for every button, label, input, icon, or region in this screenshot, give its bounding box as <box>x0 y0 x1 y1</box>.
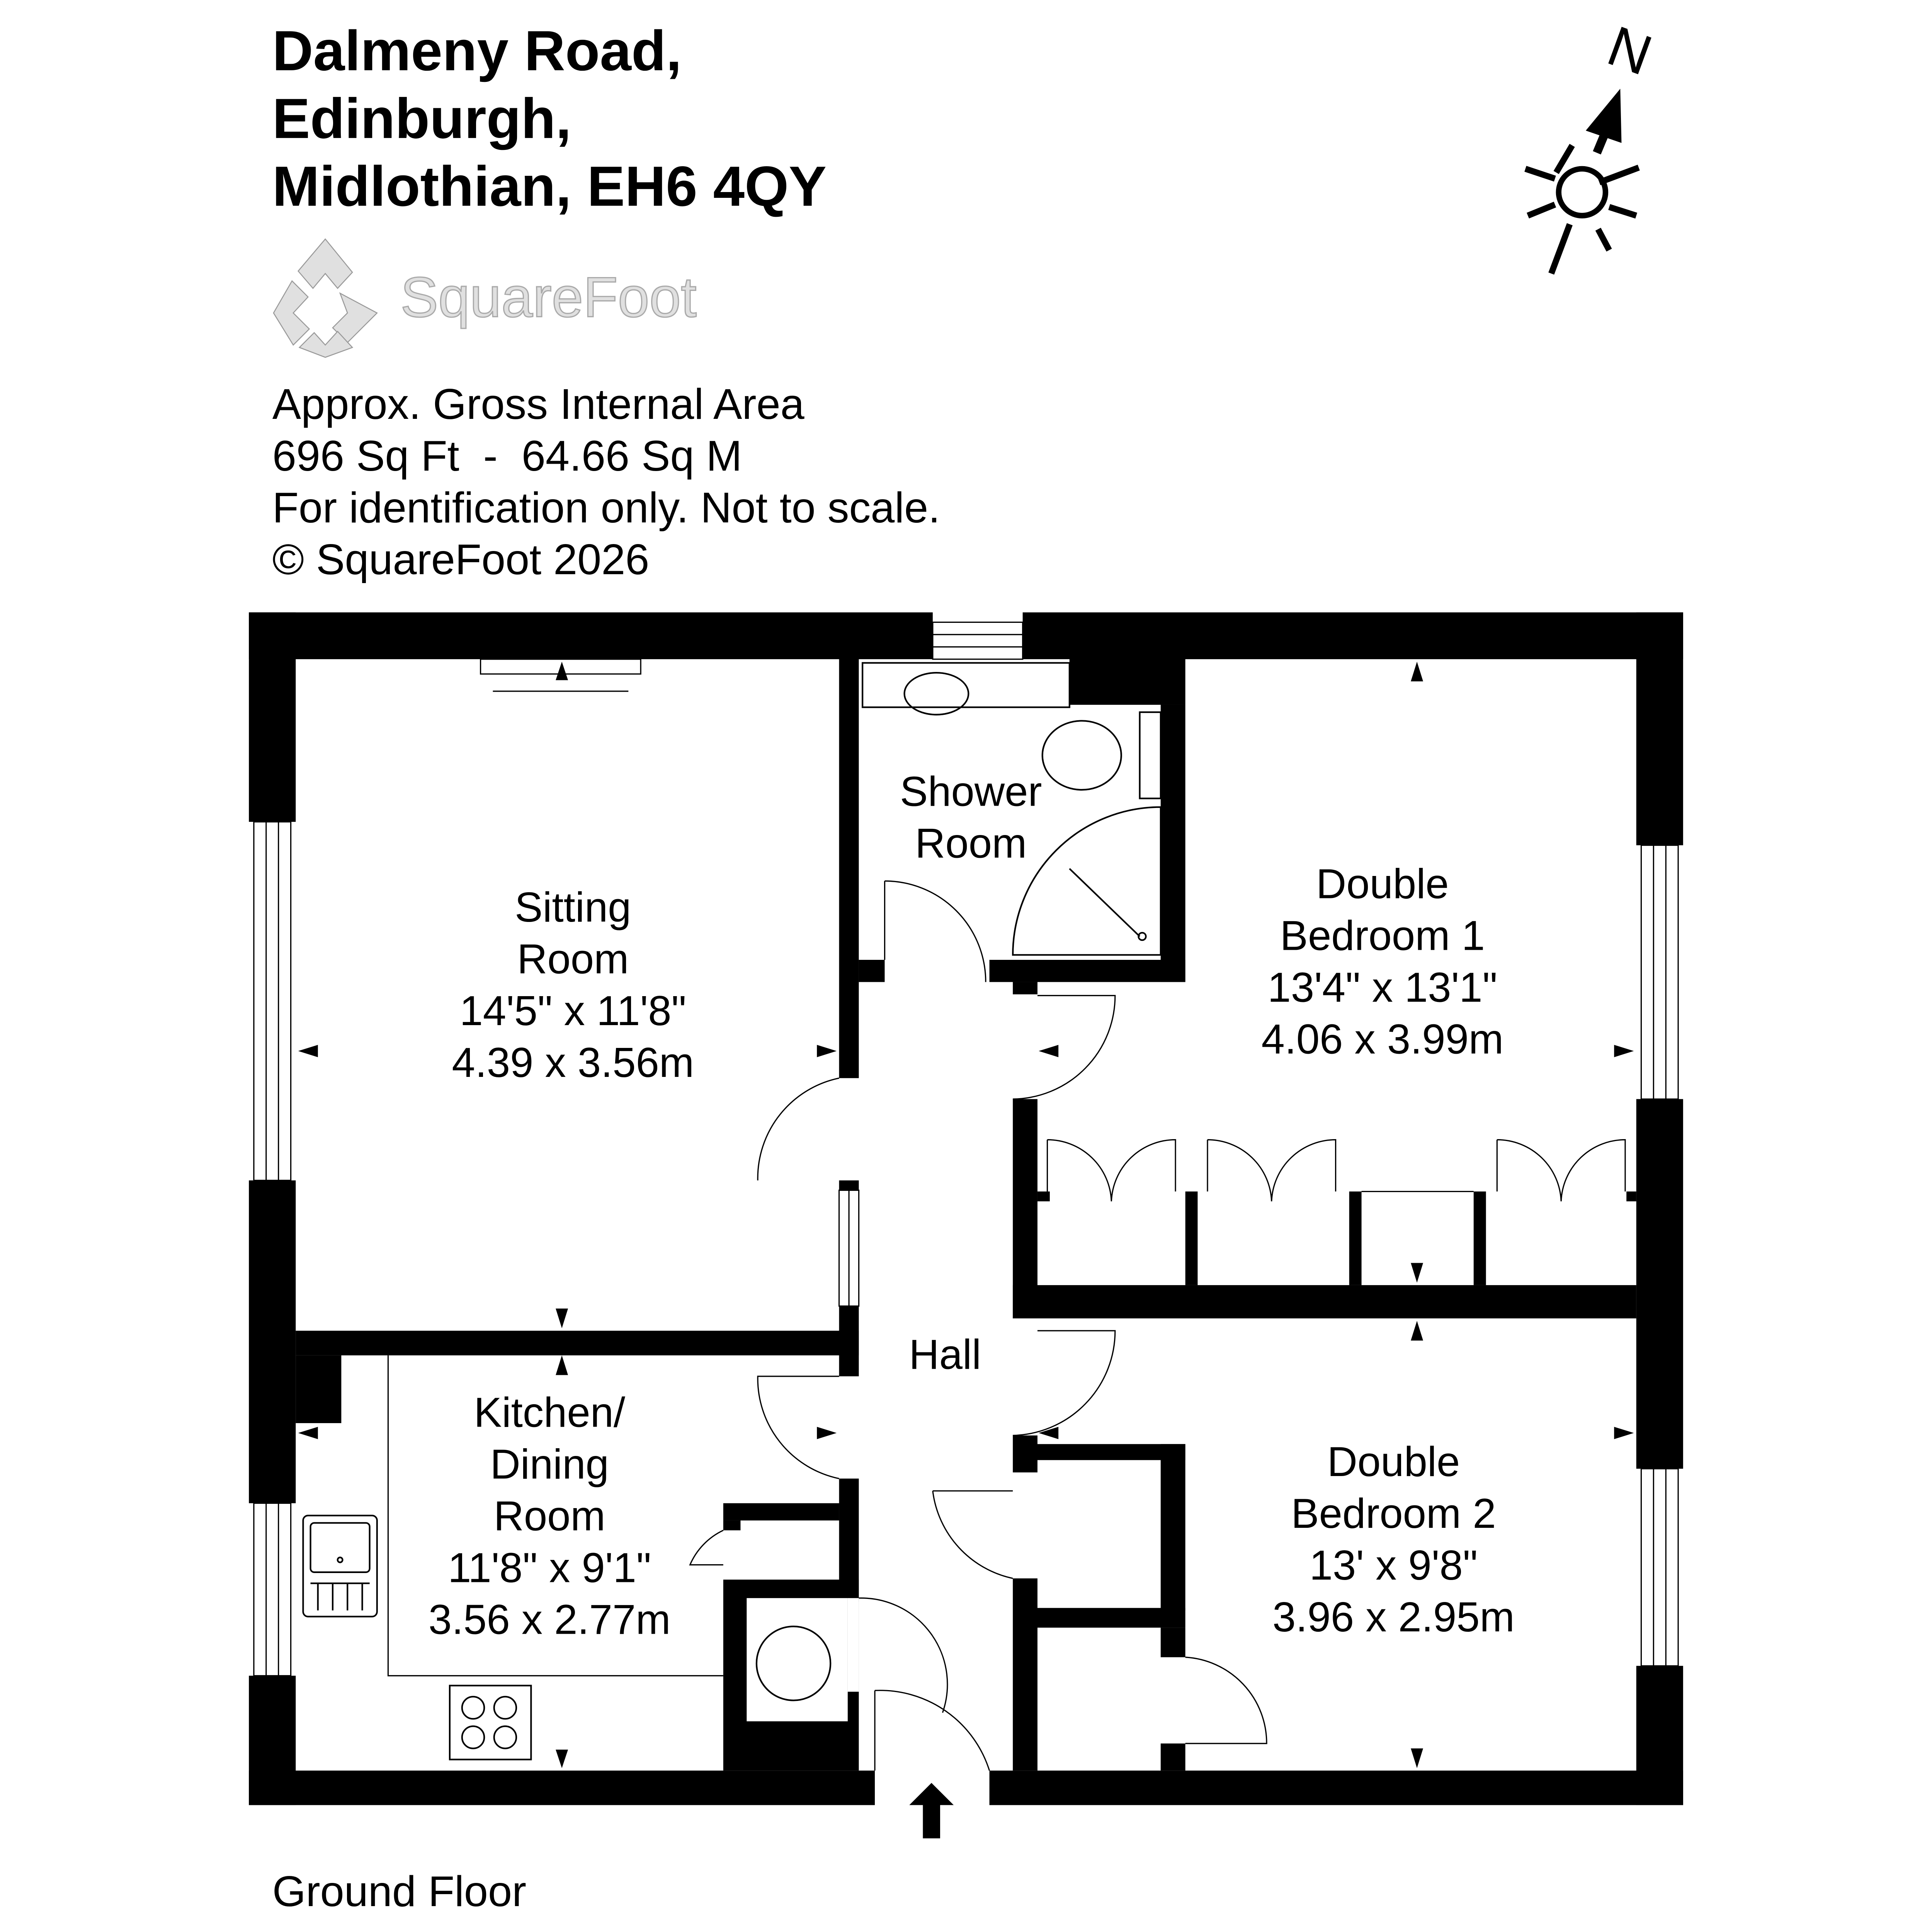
room-name: Shower <box>900 768 1042 815</box>
copyright: © SquareFoot 2026 <box>272 535 650 583</box>
room-name: Dining <box>490 1441 609 1488</box>
room-name: Kitchen/ <box>474 1389 626 1436</box>
room-name: Room <box>494 1492 605 1539</box>
room-dim-metric: 3.96 x 2.95m <box>1272 1594 1515 1640</box>
area-heading: Approx. Gross Internal Area <box>272 380 805 428</box>
kitchen-worktop <box>387 1355 723 1677</box>
north-label: N <box>1600 14 1660 87</box>
wash-basin-icon <box>862 662 1070 716</box>
room-double-bedroom-2: Double Bedroom 2 13' x 9'8" 3.96 x 2.95m <box>1272 1438 1515 1640</box>
room-name: Room <box>517 935 629 982</box>
logo-text: SquareFoot <box>400 266 696 329</box>
entrance-arrow-icon <box>909 1783 954 1838</box>
room-name: Bedroom 1 <box>1280 912 1485 959</box>
room-kitchen-dining: Kitchen/ Dining Room 11'8" x 9'1" 3.56 x… <box>429 1389 671 1643</box>
area-value: 696 Sq Ft - 64.66 Sq M <box>272 432 742 480</box>
room-name: Double <box>1316 861 1449 907</box>
floor-label: Ground Floor <box>272 1867 526 1915</box>
room-dim-imperial: 13'4" x 13'1" <box>1268 964 1498 1010</box>
hob-icon <box>449 1685 532 1760</box>
shower-tray-icon <box>1012 806 1162 956</box>
room-name: Sitting <box>515 884 631 930</box>
door-swings <box>689 880 1626 1771</box>
sink-icon <box>302 1515 378 1617</box>
address-line-3: Midlothian, EH6 4QY <box>272 155 827 218</box>
room-shower-room: Shower Room <box>900 768 1042 866</box>
room-dim-imperial: 13' x 9'8" <box>1310 1542 1478 1588</box>
room-hall: Hall <box>909 1331 981 1378</box>
room-name: Bedroom 2 <box>1291 1490 1496 1537</box>
walls <box>249 612 1683 1805</box>
squarefoot-logo: SquareFoot <box>273 238 697 358</box>
room-dim-metric: 4.06 x 3.99m <box>1261 1015 1503 1062</box>
room-dim-metric: 3.56 x 2.77m <box>429 1596 671 1643</box>
address-line-1: Dalmeny Road, <box>272 19 682 83</box>
address-line-2: Edinburgh, <box>272 87 571 150</box>
boiler-icon <box>755 1626 832 1701</box>
fixtures <box>302 662 1162 1760</box>
room-dim-imperial: 11'8" x 9'1" <box>448 1544 651 1591</box>
room-sitting-room: Sitting Room 14'5" x 11'8" 4.39 x 3.56m <box>452 884 694 1086</box>
room-name: Double <box>1327 1438 1460 1485</box>
north-arrow-sun-icon: N <box>1524 14 1660 275</box>
room-name: Room <box>915 820 1027 866</box>
room-dim-metric: 4.39 x 3.56m <box>452 1039 694 1086</box>
room-dim-imperial: 14'5" x 11'8" <box>460 987 687 1034</box>
toilet-icon <box>1041 711 1162 799</box>
room-double-bedroom-1: Double Bedroom 1 13'4" x 13'1" 4.06 x 3.… <box>1261 861 1503 1063</box>
room-name: Hall <box>909 1331 981 1378</box>
disclaimer: For identification only. Not to scale. <box>272 483 940 532</box>
squarefoot-logo-mark-icon <box>273 238 378 358</box>
windows <box>253 621 1679 1677</box>
dimension-arrows <box>298 662 1634 1768</box>
